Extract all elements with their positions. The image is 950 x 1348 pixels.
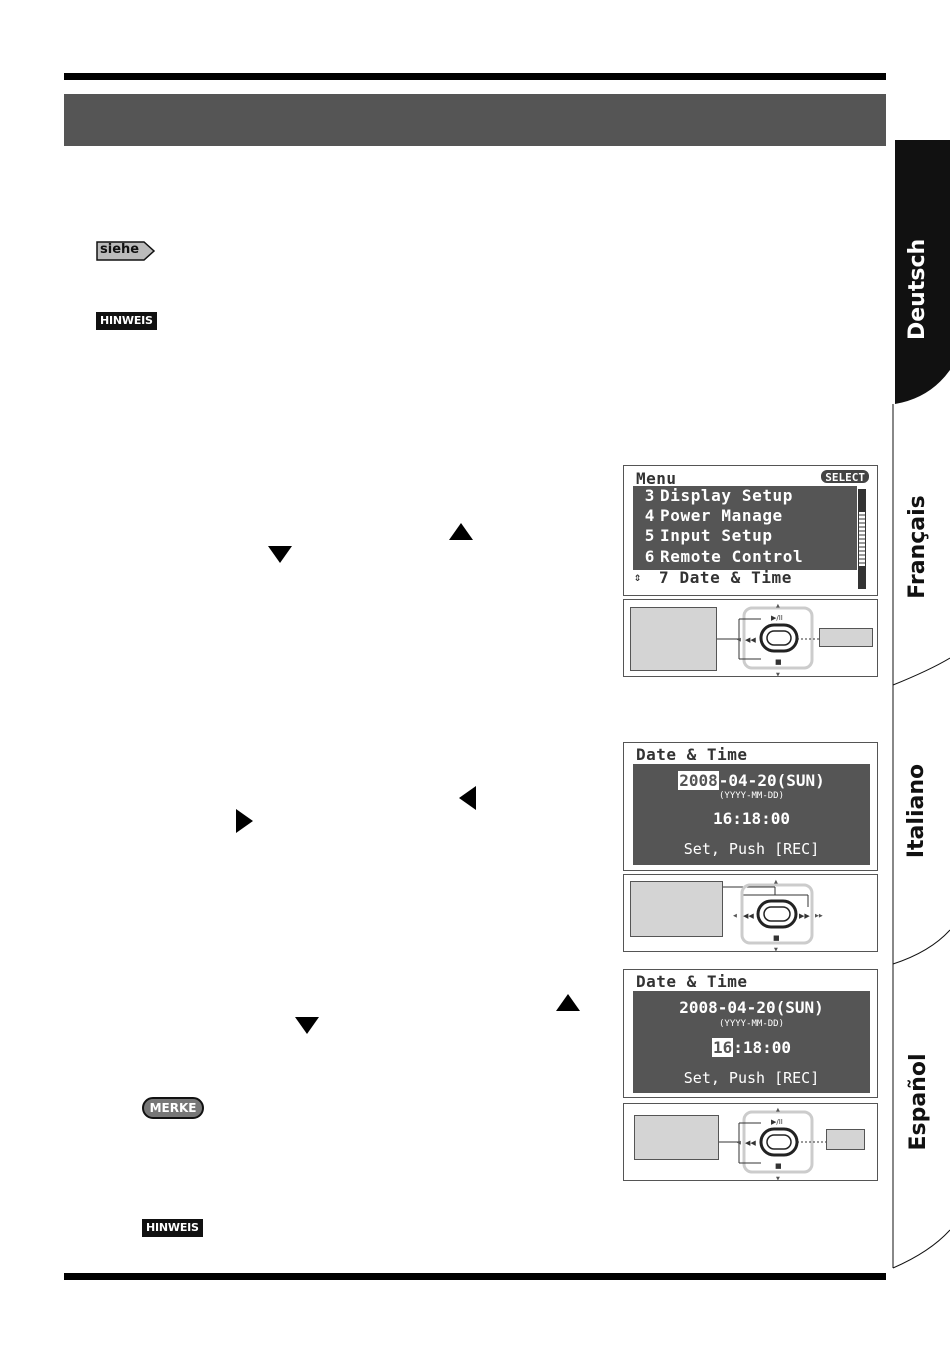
tab-italiano[interactable]: Italiano [904, 763, 929, 859]
menu-selected-row: 7 Date & Time [659, 568, 793, 587]
right-arrow-icon [236, 809, 253, 833]
callout-box-left [634, 1115, 719, 1160]
svg-text:◀◀: ◀◀ [745, 636, 756, 644]
down-arrow-icon [268, 546, 292, 563]
hinweis-tag: HINWEIS [96, 312, 157, 330]
section-title-bar [64, 94, 886, 146]
up-arrow-icon [449, 523, 473, 540]
svg-text:▶/II: ▶/II [771, 1118, 783, 1126]
down-arrow-icon-2 [295, 1017, 319, 1034]
date-time-display: 2008-04-20(SUN) (YYYY-MM-DD) 16:18:00 Se… [633, 991, 870, 1093]
date-time-screen-1: Date & Time 2008-04-20(SUN) (YYYY-MM-DD)… [623, 742, 878, 871]
svg-text:▶/II: ▶/II [771, 614, 783, 622]
menu-screen-title: Menu [636, 469, 677, 488]
svg-text:◀◀: ◀◀ [745, 1139, 756, 1147]
select-badge: SELECT [821, 470, 869, 484]
set-instruction: Set, Push [REC] [683, 1069, 820, 1087]
svg-text:▲: ▲ [776, 1107, 780, 1113]
svg-text:■: ■ [775, 658, 782, 666]
bottom-rule [64, 1273, 886, 1280]
time-value: 16:18:00 [712, 809, 791, 828]
svg-text:◀◀: ◀◀ [743, 912, 754, 920]
siehe-label: siehe [100, 242, 140, 257]
set-instruction: Set, Push [REC] [683, 840, 820, 858]
date-value: 2008-04-20(SUN) [678, 771, 825, 790]
date-time-title: Date & Time [636, 972, 748, 991]
svg-text:▲: ▲ [774, 879, 778, 885]
time-value: 16:18:00 [711, 1038, 792, 1057]
date-value: 2008-04-20(SUN) [679, 998, 824, 1017]
svg-text:▲: ▲ [776, 603, 780, 609]
left-arrow-icon [459, 786, 476, 810]
control-diagram-3: ▶/II ◀◀ ■ ▲ ▼ ◀ [623, 1103, 878, 1181]
language-tabs-outline [892, 140, 950, 1269]
svg-text:■: ■ [775, 1162, 782, 1170]
date-format: (YYYY-MM-DD) [718, 1019, 785, 1029]
svg-text:◀: ◀ [737, 637, 741, 643]
tab-francais[interactable]: Français [905, 495, 930, 599]
control-diagram-1: ▶/II ◀◀ ■ ▲ ▼ ◀ [623, 599, 878, 677]
date-time-screen-2: Date & Time 2008-04-20(SUN) (YYYY-MM-DD)… [623, 969, 878, 1098]
svg-text:■: ■ [773, 934, 780, 942]
date-time-display: 2008-04-20(SUN) (YYYY-MM-DD) 16:18:00 Se… [633, 764, 870, 865]
callout-box-right [826, 1129, 865, 1150]
dpad-icon: ▶/II ◀◀ ■ ▲ ▼ ◀ [717, 603, 819, 676]
tab-deutsch[interactable]: Deutsch [905, 238, 930, 340]
svg-text:◀: ◀ [737, 1140, 741, 1146]
dpad-icon: ▶/II ◀◀ ■ ▲ ▼ ◀ [719, 1107, 826, 1180]
menu-scrollbar [858, 489, 866, 589]
updown-icon: ⇕ [634, 570, 642, 584]
date-time-title: Date & Time [636, 745, 748, 764]
callout-box-right [819, 628, 873, 647]
date-format: (YYYY-MM-DD) [718, 791, 785, 801]
svg-text:▼: ▼ [776, 1176, 780, 1180]
siehe-tag: siehe [96, 241, 156, 261]
svg-text:▼: ▼ [774, 947, 778, 951]
hinweis-tag-2: HINWEIS [142, 1219, 203, 1237]
up-arrow-icon-2 [556, 994, 580, 1011]
svg-text:▶▶: ▶▶ [815, 913, 823, 919]
dpad-icon: ◀◀ ▶▶ ■ ▲ ▼ ◀ ▶▶ [723, 879, 823, 951]
svg-text:◀: ◀ [733, 913, 737, 919]
top-rule [64, 73, 886, 80]
tab-espanol[interactable]: Español [906, 1053, 931, 1151]
svg-text:▶▶: ▶▶ [799, 912, 810, 920]
merke-tag: MERKE [142, 1097, 204, 1119]
control-diagram-2: ◀◀ ▶▶ ■ ▲ ▼ ◀ ▶▶ [623, 874, 878, 952]
svg-text:▼: ▼ [776, 672, 780, 676]
callout-box-left [630, 607, 717, 671]
callout-box-left [630, 881, 723, 937]
